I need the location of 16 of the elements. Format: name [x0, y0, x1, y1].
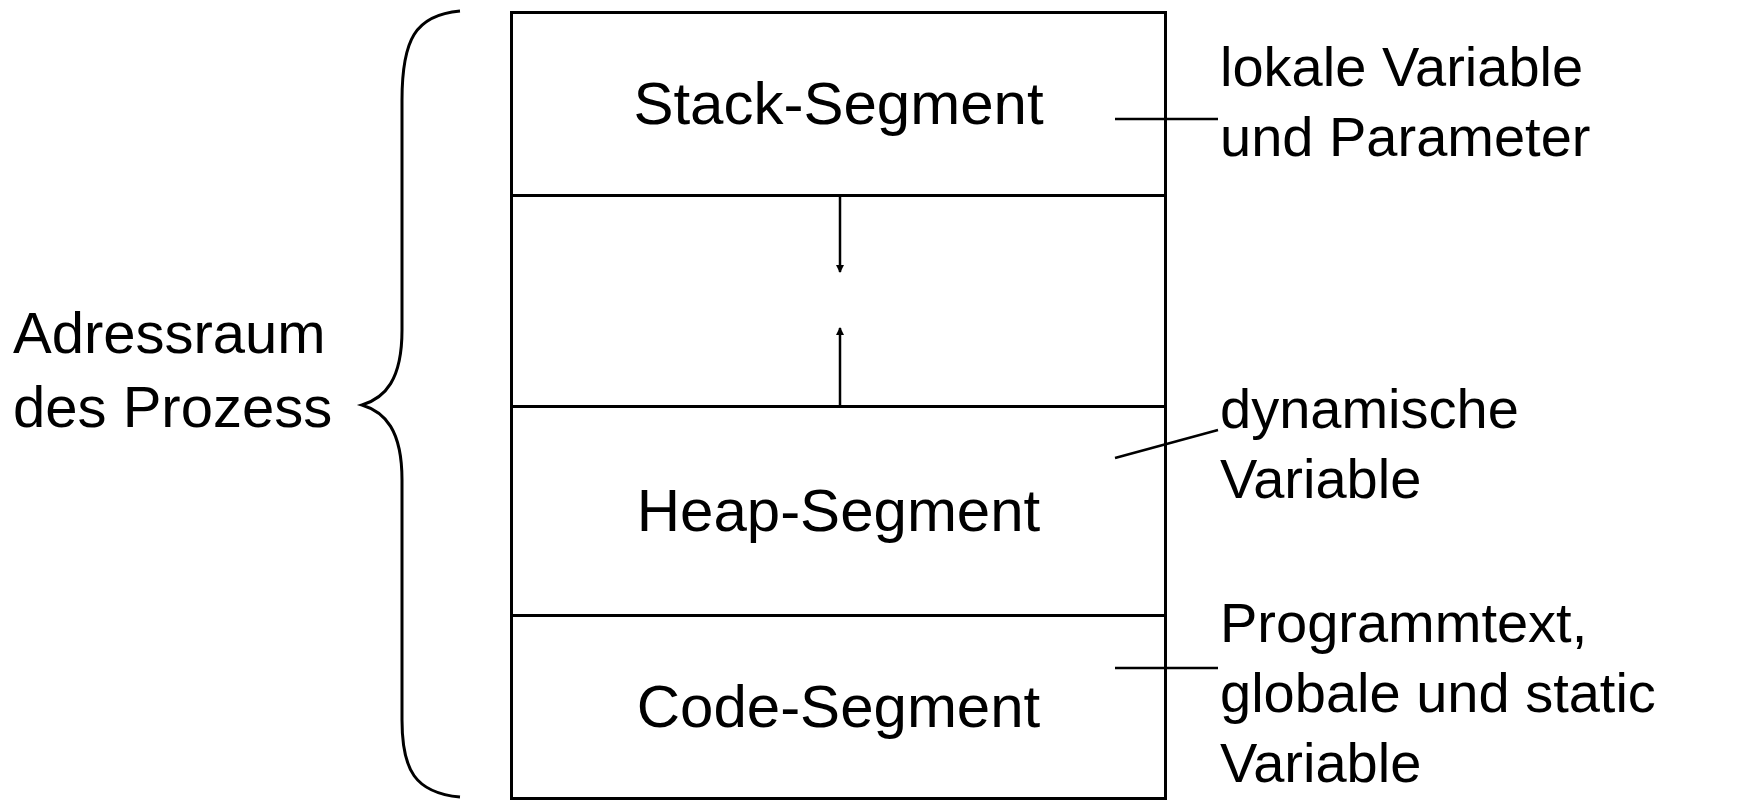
- memory-segment-box: [510, 194, 1167, 405]
- segment-label: Stack-Segment: [633, 71, 1044, 137]
- segment-label: Heap-Segment: [636, 478, 1041, 544]
- leader-line: [1115, 666, 1218, 670]
- annotation-text: dynamische Variable: [1220, 374, 1680, 514]
- arrow: [836, 197, 844, 273]
- memory-segment-box: [510, 11, 1167, 194]
- memory-segment-box: [510, 614, 1167, 800]
- leader-line: [1114, 428, 1219, 460]
- leader-line: [1115, 117, 1218, 121]
- annotation-text: Programmtext, globale und static Variable: [1220, 588, 1680, 798]
- brace-label: Adressraum des Prozess: [13, 299, 334, 441]
- annotation-text: lokale Variable und Parameter: [1220, 32, 1680, 172]
- arrow: [836, 327, 844, 405]
- segment-label: Code-Segment: [636, 674, 1041, 740]
- memory-segment-box: [510, 405, 1167, 614]
